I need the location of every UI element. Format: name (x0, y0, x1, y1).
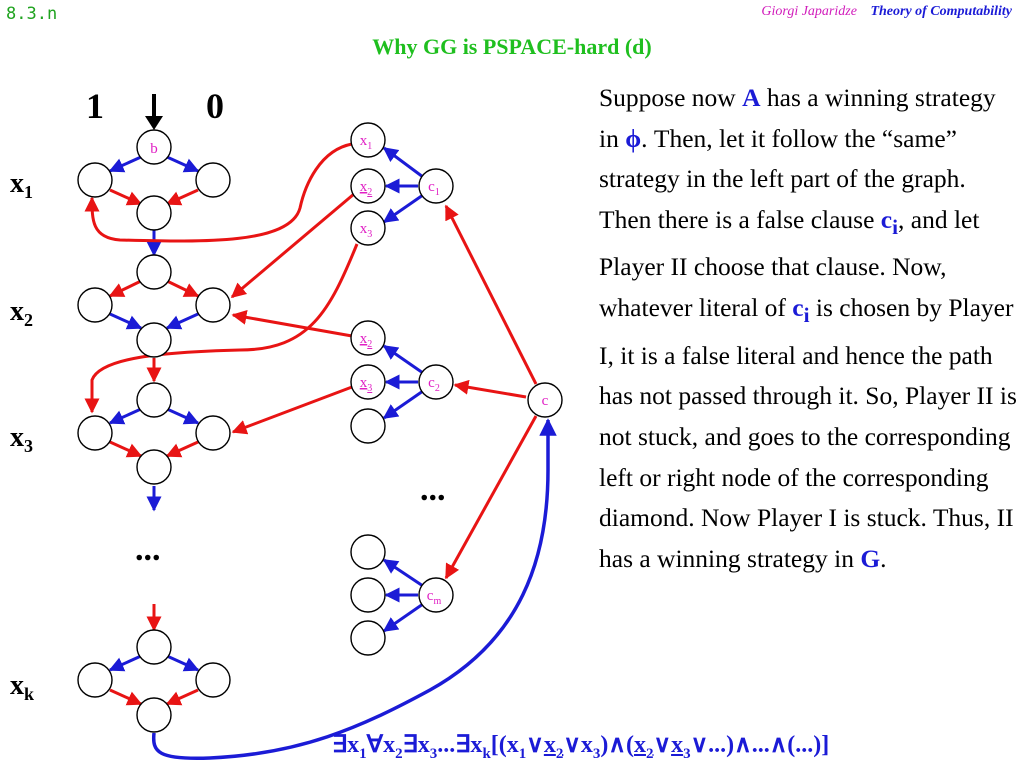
vertical-ellipsis: ... (135, 531, 161, 568)
header: Giorgi Japaridze Theory of Computability (761, 4, 1012, 20)
svg-text:x1: x1 (360, 133, 373, 152)
svg-text:c1: c1 (428, 179, 440, 198)
clause-c1-literal-1: x1 (350, 122, 386, 158)
svg-text:b: b (150, 141, 158, 157)
clause-edges (84, 142, 557, 761)
svg-text:cm: cm (427, 588, 442, 607)
var-label-xk: xk (10, 670, 34, 704)
clause-cm-literal-2 (350, 577, 386, 613)
var-label-x2: x2 (10, 296, 33, 330)
slide-title: Why GG is PSPACE-hard (d) (372, 34, 652, 59)
svg-text:c2: c2 (428, 375, 440, 394)
var-label-x3: x3 (10, 422, 33, 456)
diamond-x3 (77, 382, 231, 485)
svg-text:x2: x2 (360, 331, 373, 350)
slide-number: 8.3.n (6, 4, 58, 24)
clause-c2-literal-3 (350, 408, 386, 444)
clause-c2-literal-1: x2 (350, 320, 386, 356)
start-arrowhead (145, 116, 163, 130)
diamond-edges (108, 155, 200, 706)
clause-node-cm: cm (418, 577, 454, 613)
course-title: Theory of Computability (870, 4, 1012, 19)
explanation-text: Suppose now A has a winning strategy in … (599, 83, 1017, 573)
svg-text:c: c (542, 393, 549, 409)
label-one: 1 (86, 86, 104, 126)
clause-cm-literal-1 (350, 534, 386, 570)
svg-text:x2: x2 (360, 179, 373, 198)
node-c: c (527, 382, 563, 418)
clause-c1-literal-3: x3 (350, 210, 386, 246)
diamond-x2 (77, 254, 231, 358)
clause-cm-literal-3 (350, 620, 386, 656)
clause-node-c2: c2 (418, 364, 454, 400)
svg-text:x3: x3 (360, 375, 373, 394)
clause-c1-literal-2: x2 (350, 168, 386, 204)
label-zero: 0 (206, 86, 224, 126)
clause-node-c1: c1 (418, 168, 454, 204)
node-b: b (136, 129, 172, 165)
var-label-x1: x1 (10, 168, 33, 202)
diamond-x1 (77, 162, 231, 231)
qbf-formula: ∃x1∀x2∃x3...∃xk[(x1∨x2∨x3)∧(x2∨x3∨...)∧.… (332, 732, 830, 762)
diamond-xk (77, 629, 231, 733)
clause-ellipsis: ... (420, 471, 446, 508)
svg-text:x3: x3 (360, 221, 373, 240)
author-name: Giorgi Japaridze (761, 4, 857, 19)
clause-c2-literal-2: x3 (350, 364, 386, 400)
